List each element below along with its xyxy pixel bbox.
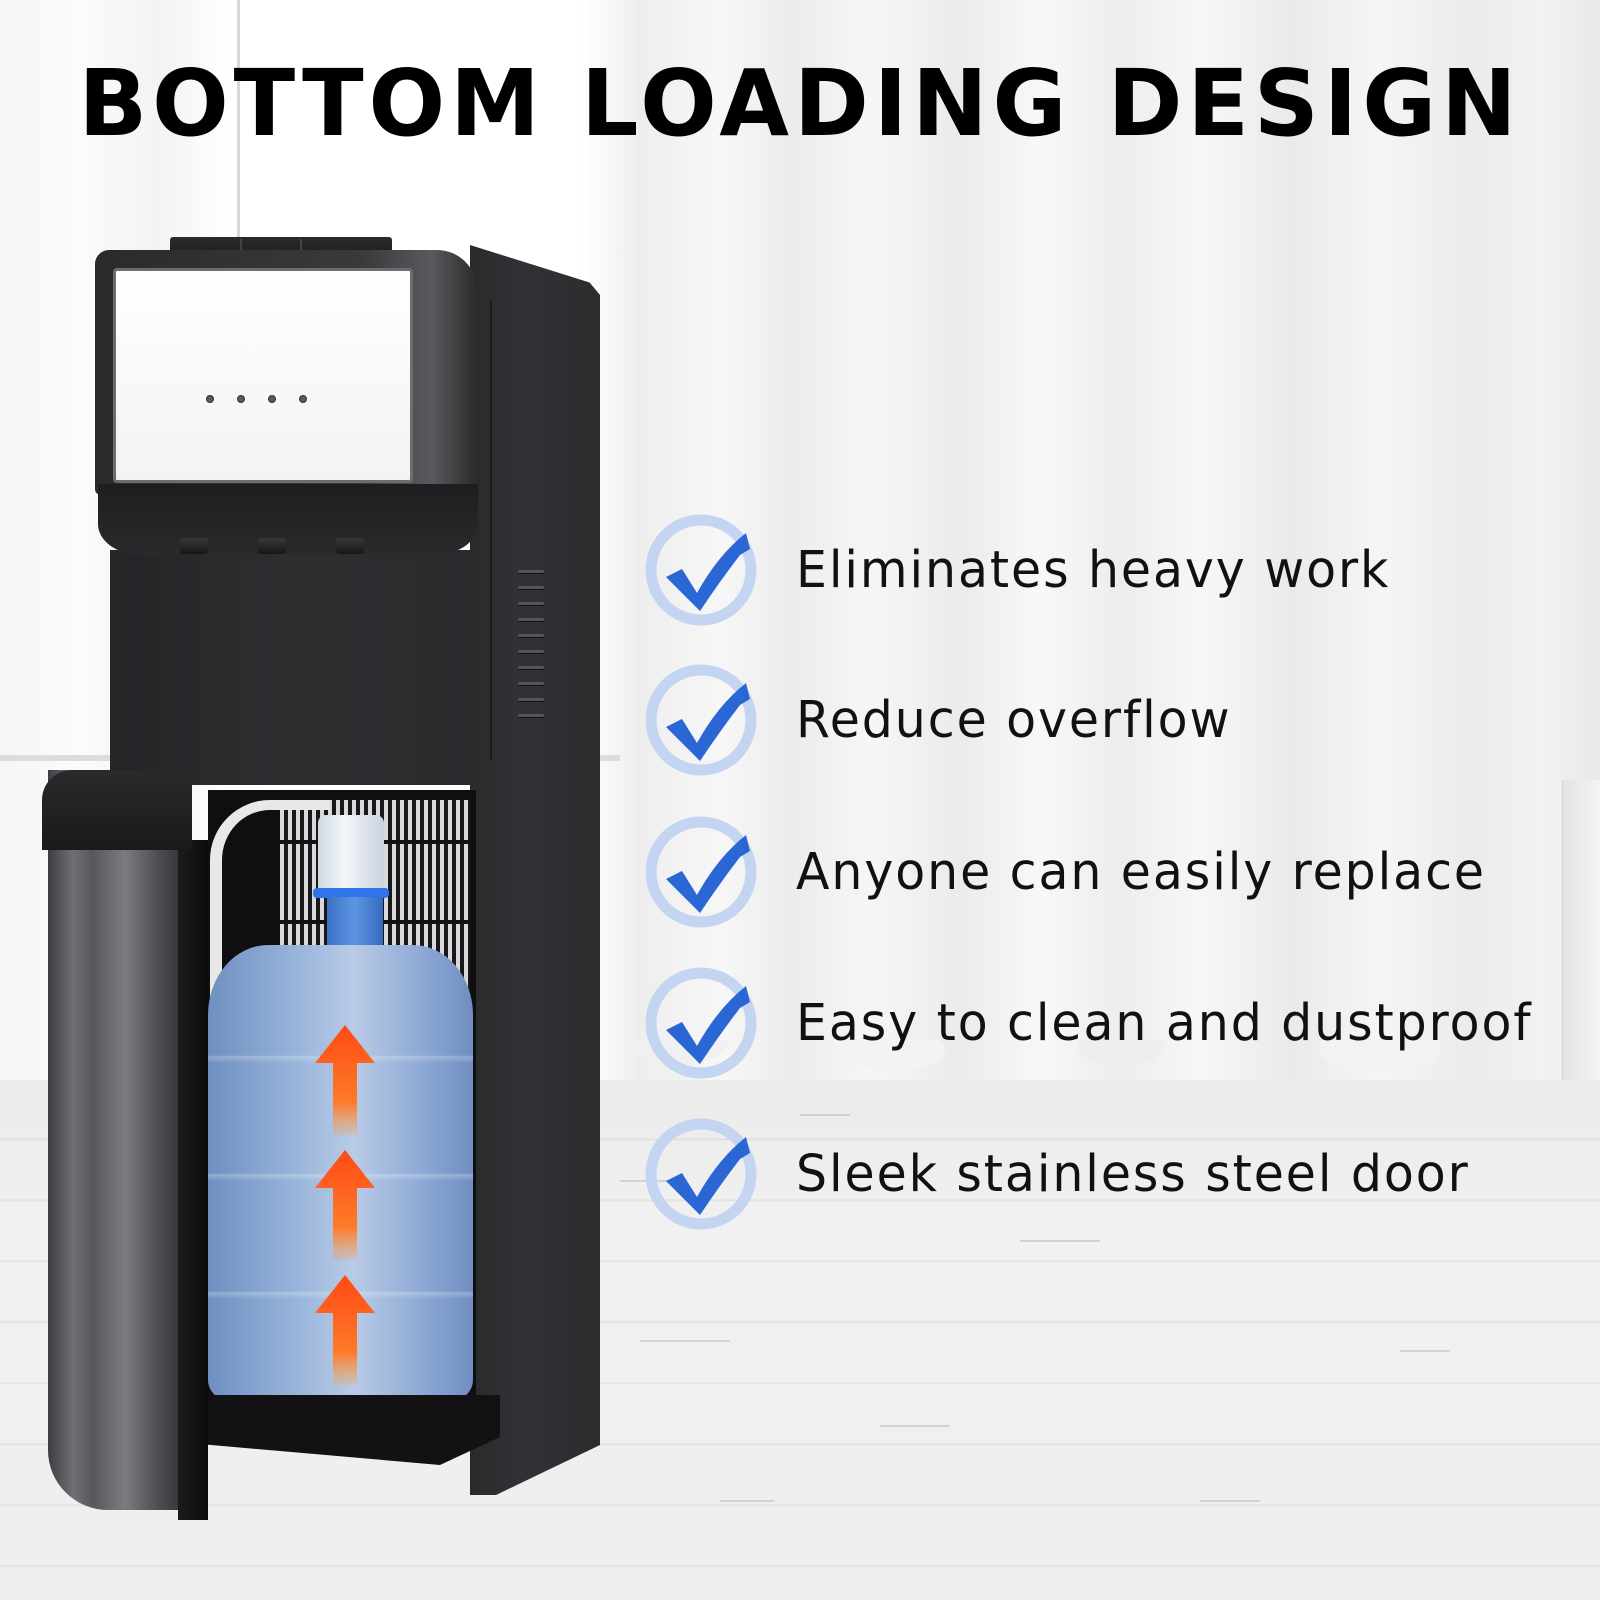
up-arrow-icon [315,1025,375,1135]
water-dispenser-illustration [0,0,620,1600]
feature-item: Sleek stainless steel door [642,1114,1592,1234]
indicator-light [268,395,276,403]
feature-label: Easy to clean and dustproof [796,993,1533,1053]
page-title: BOTTOM LOADING DESIGN [78,50,1522,157]
check-circle-icon [642,511,760,629]
feature-label: Reduce overflow [796,690,1232,750]
feature-item: Reduce overflow [642,660,1592,780]
dispenser-mid-body [110,550,544,785]
check-circle-icon [642,1115,760,1233]
dispenser-base [200,1395,500,1465]
up-arrow-icon [315,1150,375,1260]
feature-label: Eliminates heavy work [796,540,1391,600]
supply-hose [210,800,330,1000]
feature-label: Sleek stainless steel door [796,1144,1470,1204]
door-edge [178,840,208,1520]
probe-ring [313,888,389,898]
tap-icon [336,538,364,554]
tap-icon [180,538,208,554]
bottle-probe [318,815,384,895]
drip-shelf [98,484,478,554]
feature-item: Eliminates heavy work [642,510,1592,630]
indicator-light [299,395,307,403]
check-circle-icon [642,964,760,1082]
feature-item: Easy to clean and dustproof [642,963,1592,1083]
side-panel-seam [490,300,492,760]
check-circle-icon [642,661,760,779]
tap-icon [258,538,286,554]
control-panel [113,268,413,483]
bottle-neck [327,897,383,947]
up-arrow-icon [315,1275,375,1385]
feature-label: Anyone can easily replace [796,842,1486,902]
indicator-light [237,395,245,403]
stainless-steel-door [48,770,188,1510]
check-circle-icon [642,813,760,931]
door-top-tray [42,770,192,850]
feature-item: Anyone can easily replace [642,812,1592,932]
indicator-light [206,395,214,403]
